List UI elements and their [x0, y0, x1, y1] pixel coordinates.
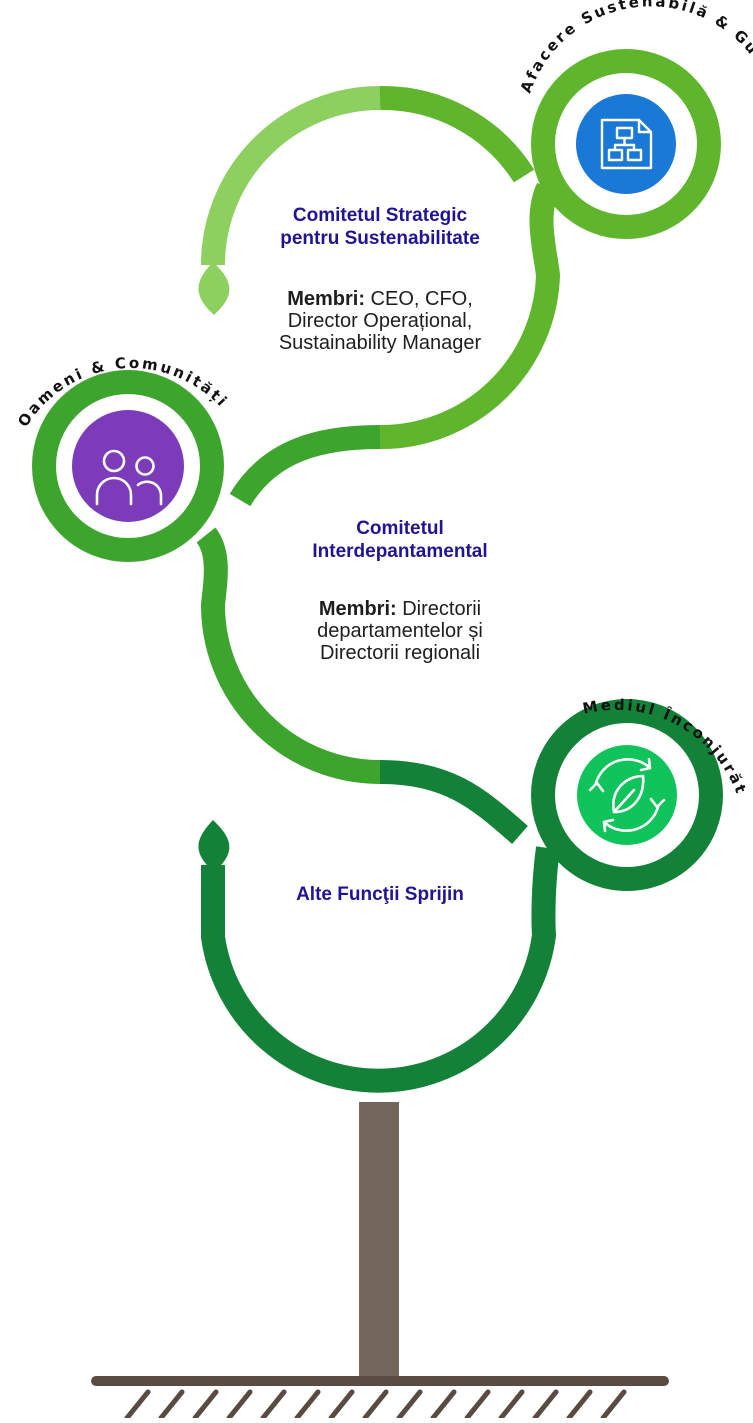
strategic-title-line2: pentru Sustenabilitate	[280, 228, 480, 249]
interdepartmental-title-line2: Interdepantamental	[312, 541, 488, 562]
bottom-branch	[201, 846, 560, 1093]
business-ring	[531, 49, 721, 239]
interdepartmental-members-line1: Directorii	[396, 598, 482, 620]
tree-trunk	[359, 1102, 399, 1385]
strategic-title-line1: Comitetul Strategic	[292, 205, 468, 226]
interdepartmental-members-line2: departamentelor și	[317, 620, 483, 642]
bottom-branch-drop	[198, 820, 230, 872]
interdepartmental-committee-title: Comitetul Interdepantamental	[250, 517, 550, 563]
strategic-committee-members: Membri: CEO, CFO, Director Operațional, …	[225, 288, 535, 354]
ground-hatching	[124, 1389, 627, 1421]
interdepartmental-members-label: Membri:	[318, 598, 397, 620]
top-branch-drop	[198, 262, 230, 315]
people-icon	[95, 449, 163, 506]
strategic-members-line2: Director Operațional,	[287, 310, 473, 332]
lower-stem-left	[195, 527, 381, 784]
upper-stem-right	[379, 182, 561, 450]
leaf-recycle-icon	[588, 757, 666, 833]
interdepartmental-title-line1: Comitetul	[356, 518, 444, 539]
upper-stem-left	[229, 425, 381, 507]
support-functions-title: Alte Funcţii Sprijin	[296, 884, 464, 905]
strategic-members-label: Membri:	[287, 288, 365, 310]
people-ring	[32, 370, 224, 562]
interdepartmental-committee-members: Membri: Directorii departamentelor și Di…	[255, 598, 545, 664]
top-branch-left	[201, 86, 381, 266]
strategic-committee-title: Comitetul Strategic pentru Sustenabilita…	[230, 204, 530, 250]
lower-stem-right	[379, 760, 528, 845]
sitemap-document-icon	[600, 118, 653, 170]
top-branch-right	[379, 85, 535, 183]
strategic-members-line1: CEO, CFO,	[365, 288, 473, 310]
environment-ring	[531, 699, 723, 891]
people-icon-circle	[72, 410, 184, 522]
strategic-members-line3: Sustainability Manager	[278, 332, 482, 354]
interdepartmental-members-line3: Directorii regionali	[319, 642, 481, 664]
